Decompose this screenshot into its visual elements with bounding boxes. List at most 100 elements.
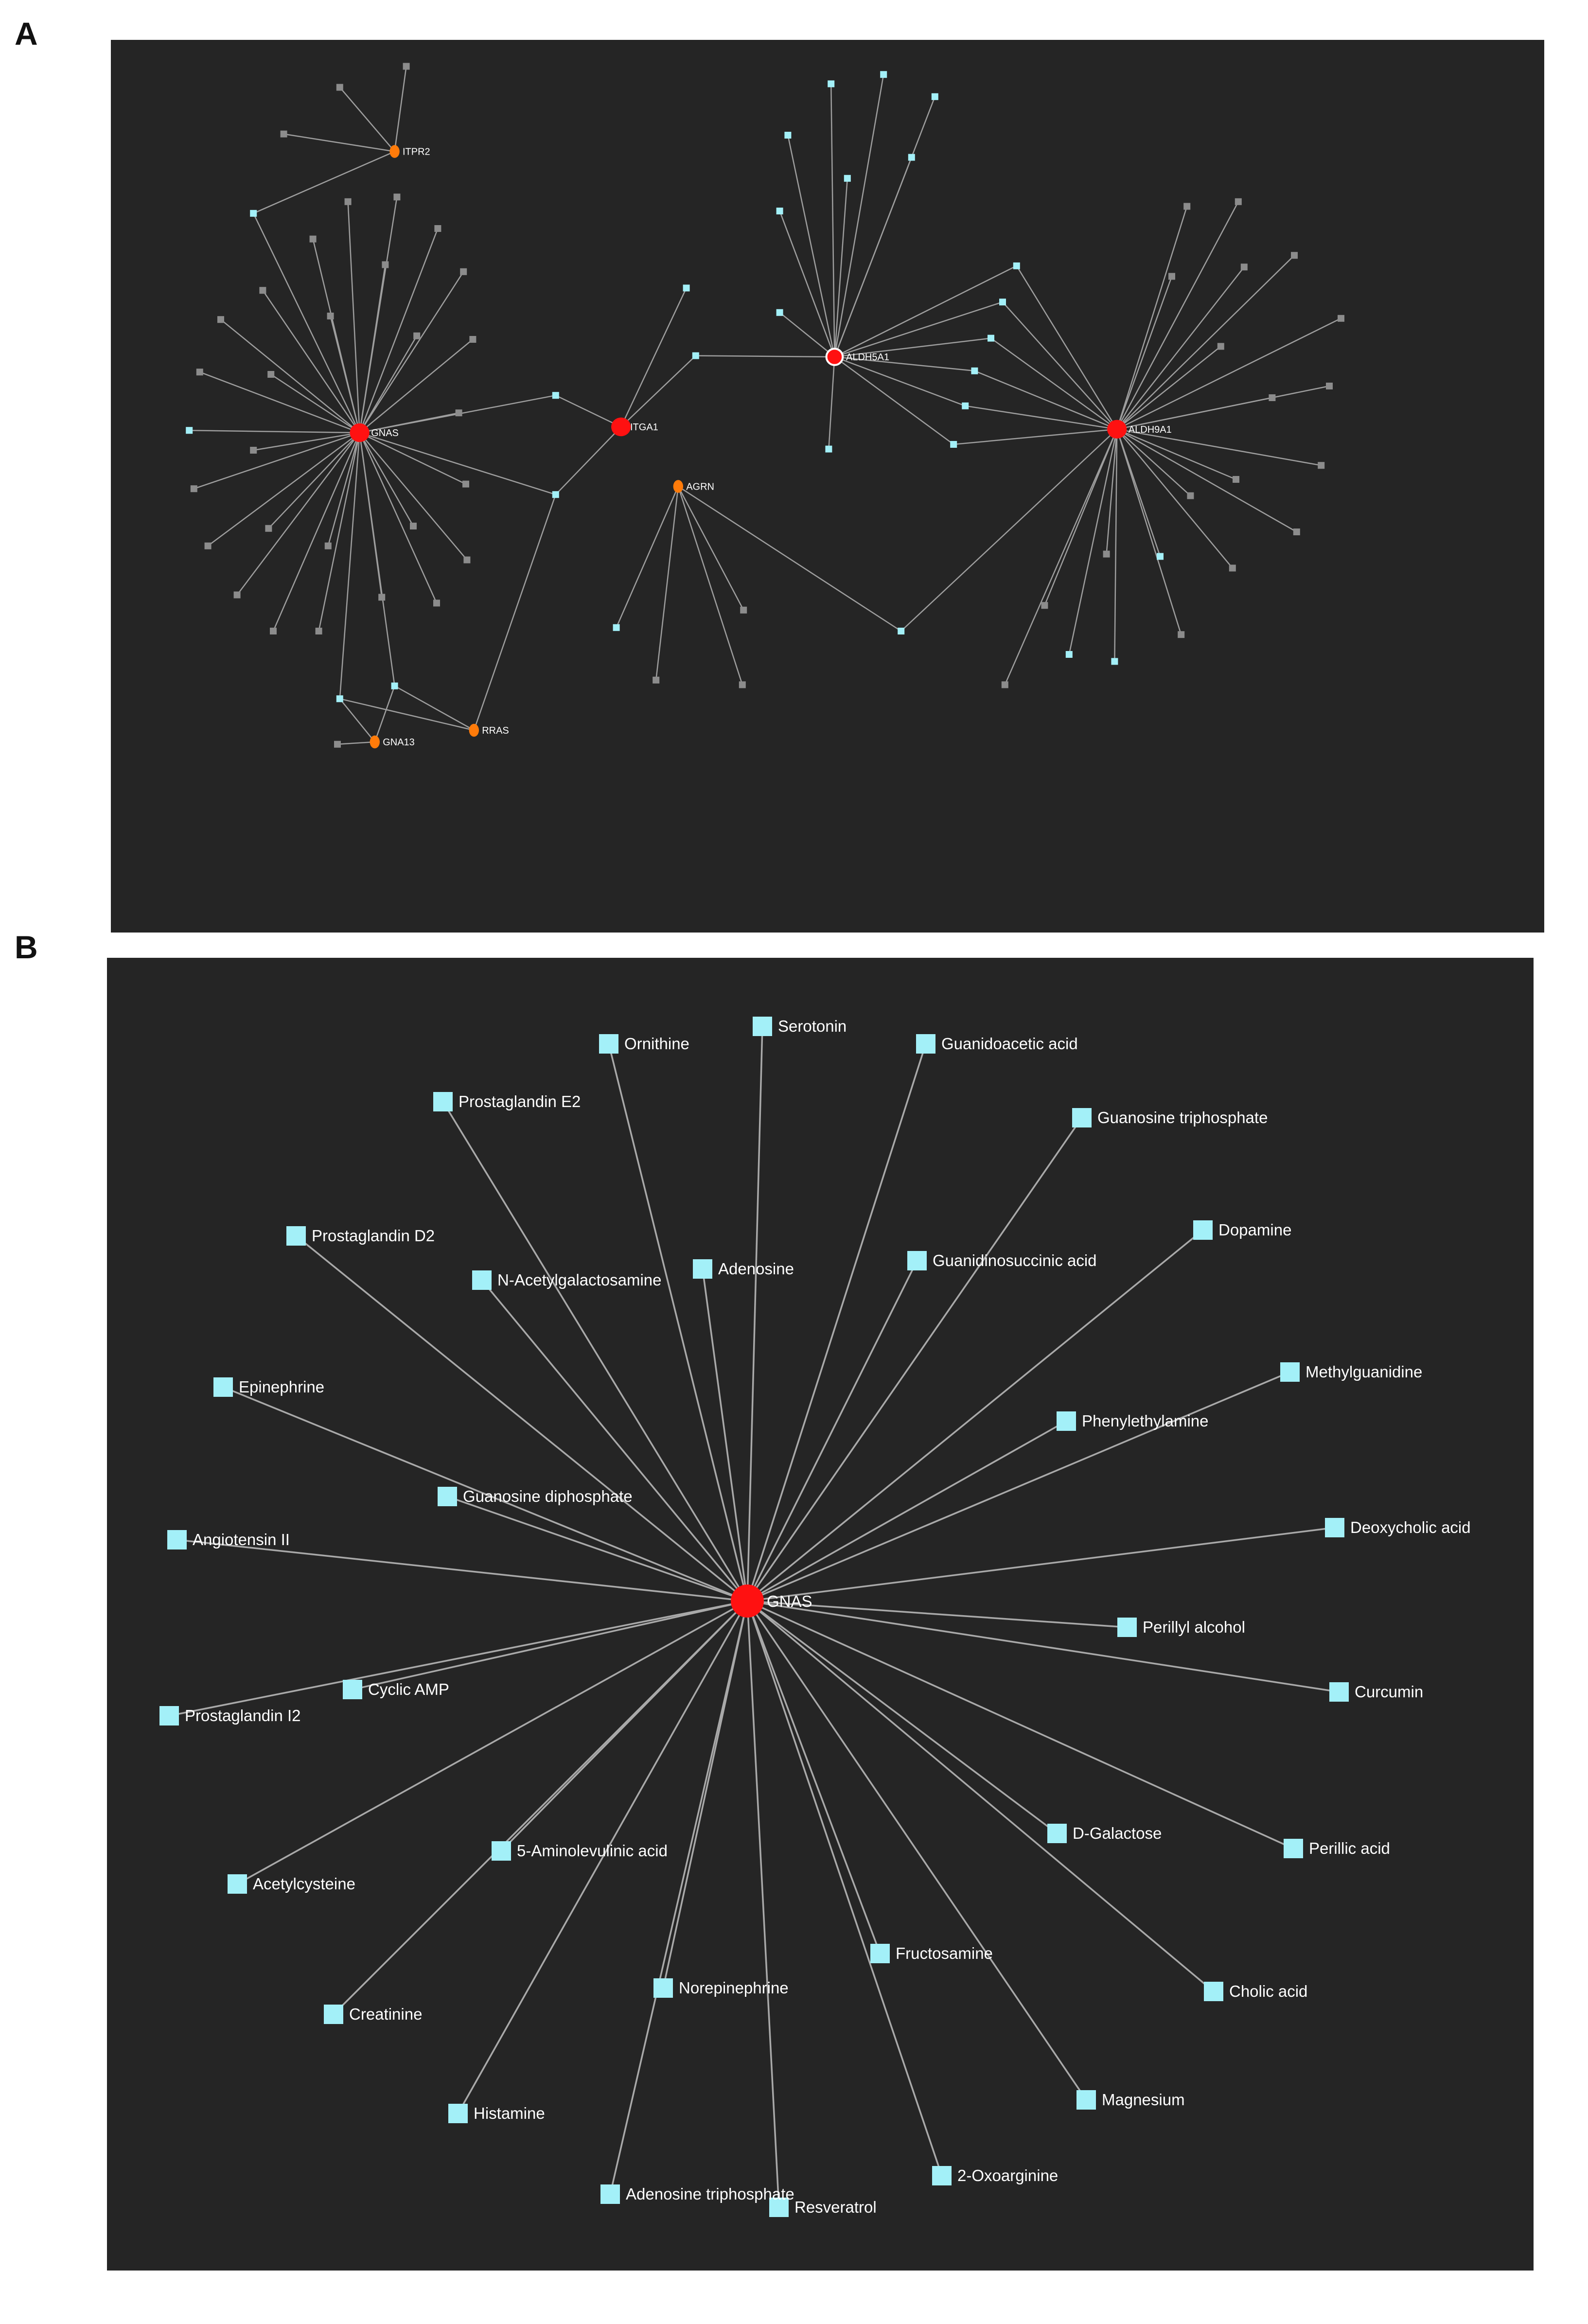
node-gene-1 [336,84,343,91]
node-gene-60 [1235,198,1242,205]
edge-gnas-21 [194,432,360,490]
metabolite-label-serotonin: Serotonin [778,1017,847,1035]
metabolite-label-norepinephrine: Norepinephrine [679,1979,789,1997]
metabolite-node-cyclic-amp [343,1680,362,1699]
metabolite-label-n-acetylgalactosamine: N-Acetylgalactosamine [497,1271,661,1289]
node-gene-7 [434,225,441,232]
node-gene-36 [334,740,341,748]
node-gene-74 [1229,564,1236,572]
node-gene-68 [1318,462,1325,469]
edge-itpr2-3 [253,151,395,214]
edge-aldh9a1-74 [1116,429,1233,569]
edge-aldh9a1-76 [1116,429,1182,635]
metabolite-node-dopamine [1193,1220,1213,1240]
node-gene-9 [460,268,467,275]
metabolite-node-curcumin [1329,1682,1349,1702]
edge-gnas-cholic-acid [746,1600,1215,1992]
edge-aldh5a1-52 [828,356,835,449]
edge-aldh9a1-55 [990,337,1117,430]
edge-gnas-14 [359,339,474,433]
edge-aldh5a1-44 [830,84,835,357]
edge-itga1-38 [620,355,696,427]
edge-gnas-13 [359,335,418,433]
node-gene-0 [403,63,410,70]
edge-gnas-adenosine [702,1268,748,1602]
node-gene-75 [1041,602,1048,609]
edge-agrn-39 [616,486,679,628]
node-gene-29 [433,599,440,607]
metabolite-node-perillyl-alcohol [1117,1618,1137,1637]
node-gene-65 [1338,315,1344,322]
edge-gnas-prostaglandin-i2 [169,1600,748,1717]
node-gene-28 [378,594,386,601]
node-gene-22 [265,525,272,532]
metabolite-node-guanidinosuccinic-acid [907,1251,927,1270]
edge-rras-33 [473,494,556,731]
metabolite-node-deoxycholic-acid [1325,1518,1344,1537]
edge-aldh5a1-45 [834,74,884,357]
edge-gnas-20 [359,432,466,485]
edge-itpr2-0 [394,66,407,152]
edge-aldh5a1-53 [834,265,1017,358]
edge-gna13-36 [337,741,375,745]
edge-itpr2-2 [283,133,395,152]
metabolite-node-histamine [448,2104,468,2123]
edge-gnas-angiotensin-ii [176,1539,748,1602]
edge-gnas-adenosine-triphosphate [609,1601,748,2195]
node-metabolite-38 [692,352,699,359]
metabolite-label-guanidoacetic-acid: Guanidoacetic acid [941,1035,1078,1053]
metabolite-label-cyclic-amp: Cyclic AMP [368,1680,449,1698]
metabolite-node-methylguanidine [1280,1362,1300,1382]
edge-aldh9a1-78 [1114,429,1118,662]
edge-aldh5a1-56 [834,356,975,372]
edge-rras-35 [339,698,475,731]
edge-gnas-16 [270,373,360,434]
edge-aldh5a1-47 [787,135,835,357]
edge-gnas-perillic-acid [747,1600,1294,1849]
node-metabolite-77 [1065,651,1073,658]
metabolite-label-perillic-acid: Perillic acid [1309,1839,1390,1857]
edge-gnas-27 [236,432,360,596]
edge-gnas-19 [253,432,360,451]
node-metabolite-49 [844,175,851,182]
metabolite-node-d-galactose [1047,1824,1067,1843]
edge-aldh9a1-56 [974,370,1117,430]
node-gene-63 [1291,252,1298,259]
metabolite-label-acetylcysteine: Acetylcysteine [253,1875,355,1893]
metabolite-label-magnesium: Magnesium [1102,2091,1185,2109]
metabolite-label-prostaglandin-i2: Prostaglandin I2 [185,1707,301,1725]
edge-aldh5a1-54 [834,301,1003,358]
node-metabolite-50 [776,208,783,214]
edge-gnas-deoxycholic-acid [747,1527,1335,1602]
edge-aldh9a1-61 [1116,276,1173,430]
node-metabolite-45 [880,71,887,78]
edge-gnas-guanidoacetic-acid [746,1043,927,1602]
edge-gnas-31 [318,432,360,632]
hub-label-gnas: GNAS [371,428,399,439]
metabolite-node-phenylethylamine [1057,1411,1076,1431]
edge-gnas-guanosine-triphosphate [746,1117,1083,1602]
metabolite-label-guanosine-diphosphate: Guanosine diphosphate [463,1487,633,1505]
node-metabolite-47 [784,132,792,139]
edge-gnas-cyclic-amp [352,1600,748,1690]
edge-rras-34 [394,685,475,731]
edge-aldh9a1-69 [1116,428,1236,480]
node-gene-61 [1168,273,1175,280]
node-metabolite-55 [988,335,994,342]
metabolite-label-curcumin: Curcumin [1355,1683,1423,1701]
metabolite-node-cholic-acid [1204,1982,1223,2001]
edge-gnas-17 [189,429,360,434]
edge-aldh9a1-62 [1116,266,1245,430]
hub-node-agrn [673,480,684,493]
hub-label-agrn: AGRN [686,481,714,492]
node-metabolite-51 [776,309,783,316]
edge-gnas-33 [359,432,556,495]
metabolite-node-prostaglandin-e2 [433,1092,453,1111]
edge-gnas-30 [272,432,360,632]
metabolite-label-prostaglandin-d2: Prostaglandin D2 [312,1227,435,1245]
edge-agrn-43 [678,486,901,632]
metabolite-node-n-acetylgalactosamine [472,1270,492,1290]
edge-aldh9a1-53 [1016,265,1118,430]
node-metabolite-57 [962,402,969,409]
edge-aldh9a1-77 [1068,429,1118,655]
